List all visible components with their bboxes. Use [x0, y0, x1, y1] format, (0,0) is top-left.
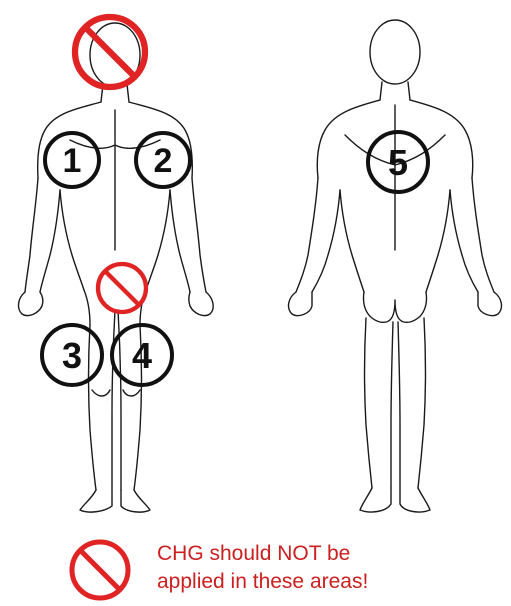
marker-2: 2 [136, 133, 190, 187]
legend-text: CHG should NOT be applied in these areas… [157, 540, 497, 596]
marker-1-label: 1 [63, 142, 82, 180]
prohibition-icon-face [75, 17, 145, 87]
marker-4-label: 4 [132, 335, 152, 376]
marker-1: 1 [45, 133, 99, 187]
marker-5-label: 5 [388, 142, 408, 183]
back-body-figure [289, 20, 502, 512]
marker-5: 5 [368, 132, 428, 192]
front-body-figure [18, 23, 213, 512]
legend-line-1: CHG should NOT be [157, 540, 497, 568]
prohibition-icon-genitals [98, 264, 146, 312]
marker-2-label: 2 [154, 142, 173, 180]
marker-3: 3 [42, 325, 102, 385]
legend-line-2: applied in these areas! [157, 568, 497, 596]
marker-3-label: 3 [62, 335, 82, 376]
prohibition-icon [72, 542, 128, 598]
